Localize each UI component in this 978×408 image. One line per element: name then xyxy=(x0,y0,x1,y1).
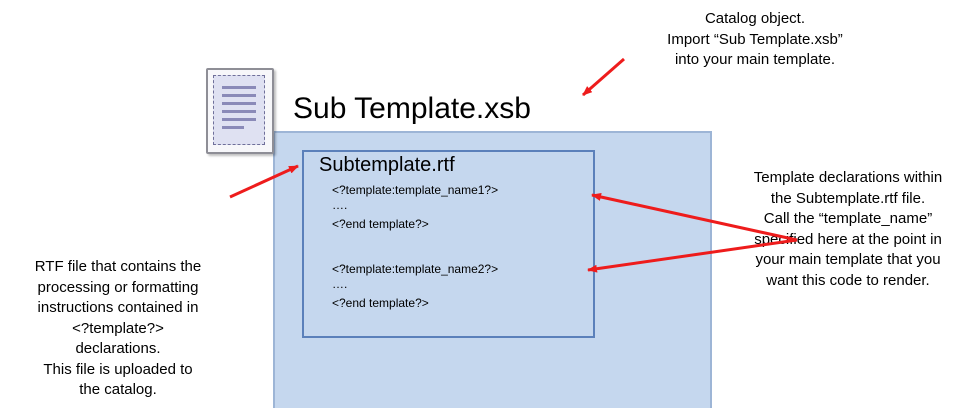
code-line-ellipsis: …. xyxy=(332,277,348,291)
rtf-callout-line: declarations. xyxy=(75,340,161,357)
rtf-callout-line: instructions contained in xyxy=(37,299,199,316)
code-line-template-close: <?end template?> xyxy=(332,296,429,310)
declarations-callout-line: Template declarations within xyxy=(753,169,943,186)
catalog-callout-line: Import “Sub Template.xsb” xyxy=(667,30,843,48)
declarations-callout-line: your main template that you xyxy=(755,251,941,268)
catalog-callout-line: Catalog object. xyxy=(704,10,806,27)
code-line-template-close: <?end template?> xyxy=(332,217,429,231)
declarations-callout-line: the Subtemplate.rtf file. xyxy=(770,189,926,207)
declarations-callout-line: want this code to render. xyxy=(766,271,930,289)
declarations-callout-line: Call the “template_name” xyxy=(763,210,933,227)
template-declarations-callout: Template declarations within the Subtemp… xyxy=(720,168,976,291)
rtf-file-box xyxy=(302,150,595,338)
rtf-callout-line: This file is uploaded to xyxy=(43,360,193,378)
code-line-ellipsis: …. xyxy=(332,198,348,212)
declarations-callout-line: specified here at the point in xyxy=(754,230,942,248)
code-line-template-open: <?template:template_name2?> xyxy=(332,262,499,276)
document-icon-page xyxy=(213,75,265,145)
file-title: Sub Template.xsb xyxy=(293,92,531,125)
rtf-callout-line: <?template?> xyxy=(72,319,164,337)
catalog-callout-line: into your main template. xyxy=(674,51,836,68)
rtf-file-callout: RTF file that contains the processing or… xyxy=(0,257,236,401)
code-line-template-open: <?template:template_name1?> xyxy=(332,183,499,197)
rtf-callout-line: the catalog. xyxy=(79,381,157,398)
rtf-callout-line: processing or formatting xyxy=(37,278,199,296)
rtf-file-title: Subtemplate.rtf xyxy=(319,154,455,176)
rtf-callout-line: RTF file that contains the xyxy=(34,258,202,275)
document-icon xyxy=(206,68,274,154)
catalog-object-callout: Catalog object. Import “Sub Template.xsb… xyxy=(610,9,900,71)
